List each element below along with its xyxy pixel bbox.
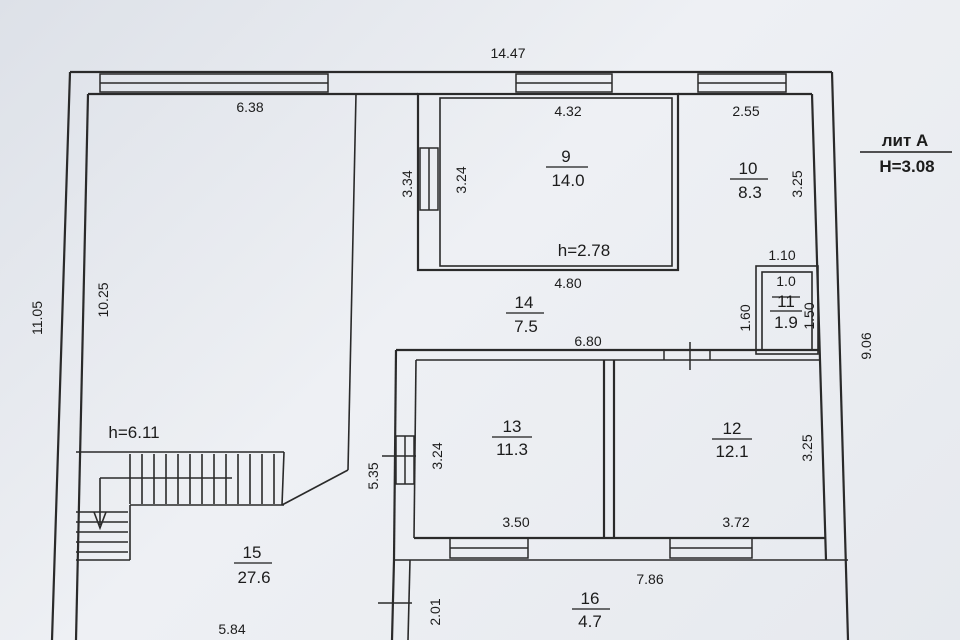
- room-12-width-label: 3.72: [722, 514, 749, 530]
- room-9-area: 14.0: [551, 171, 584, 190]
- room-12-area: 12.1: [715, 442, 748, 461]
- legend-label: лит А: [882, 131, 929, 150]
- room-9-outer-height-label: 3.34: [399, 170, 415, 197]
- room-15-width-label: 6.38: [236, 99, 263, 115]
- overall-width-label: 14.47: [490, 45, 525, 61]
- right-height-label: 9.06: [858, 332, 874, 359]
- room-13-12-walls: [382, 342, 848, 561]
- room-9-walls: [416, 92, 680, 272]
- room-15-number: 15: [243, 543, 262, 562]
- room-16-number: 16: [581, 589, 600, 608]
- room-15-area: 27.6: [237, 568, 270, 587]
- room-15-ceiling-label: h=6.11: [108, 423, 159, 442]
- room-14-area: 7.5: [514, 317, 538, 336]
- room-16-walls: [378, 559, 412, 640]
- room-13-outer-height-label: 5.35: [365, 462, 381, 489]
- room-11-number: 11: [777, 292, 795, 311]
- room-13-area: 11.3: [496, 440, 528, 459]
- room-16-area: 4.7: [578, 612, 602, 631]
- bottom-width-label: 5.84: [218, 621, 245, 637]
- room-16-height-label: 2.01: [427, 598, 443, 625]
- room-13-width-label: 3.50: [502, 514, 529, 530]
- room-16-width-label: 7.86: [636, 571, 663, 587]
- room-11-area: 1.9: [774, 313, 798, 332]
- room-13-height-label: 3.24: [429, 442, 445, 469]
- room-15-walls: [76, 93, 357, 561]
- room-11-inner-width-label: 1.0: [776, 273, 796, 289]
- room-12-height-label: 3.25: [799, 434, 815, 461]
- room-10-width-label: 2.55: [732, 103, 759, 119]
- room-12-number: 12: [723, 419, 742, 438]
- legend-height: H=3.08: [879, 157, 934, 176]
- room-11-inner-height-label: 1.50: [801, 302, 817, 329]
- room-10-area: 8.3: [738, 183, 762, 202]
- room-10-number: 10: [739, 159, 758, 178]
- room-9-bottom-label: 4.80: [554, 275, 581, 291]
- room-9-inner-height-label: 3.24: [453, 166, 469, 193]
- room-11-outer-height-label: 1.60: [737, 304, 753, 331]
- room-9-ceiling-label: h=2.78: [558, 241, 610, 260]
- room-14-width-label: 6.80: [574, 333, 601, 349]
- room-10-height-label: 3.25: [789, 170, 805, 197]
- staircase: [76, 454, 275, 553]
- room-11-outer-width-label: 1.10: [768, 247, 795, 263]
- stair-arrow: [93, 477, 232, 531]
- room-9-number: 9: [561, 147, 570, 166]
- top-windows: [99, 73, 787, 93]
- outer-walls: [50, 70, 850, 640]
- overall-height-label: 11.05: [29, 301, 45, 335]
- room-14-number: 14: [515, 293, 534, 312]
- room-13-number: 13: [503, 417, 522, 436]
- room-9-width-label: 4.32: [554, 103, 581, 119]
- room-15-height-label: 10.25: [95, 282, 111, 317]
